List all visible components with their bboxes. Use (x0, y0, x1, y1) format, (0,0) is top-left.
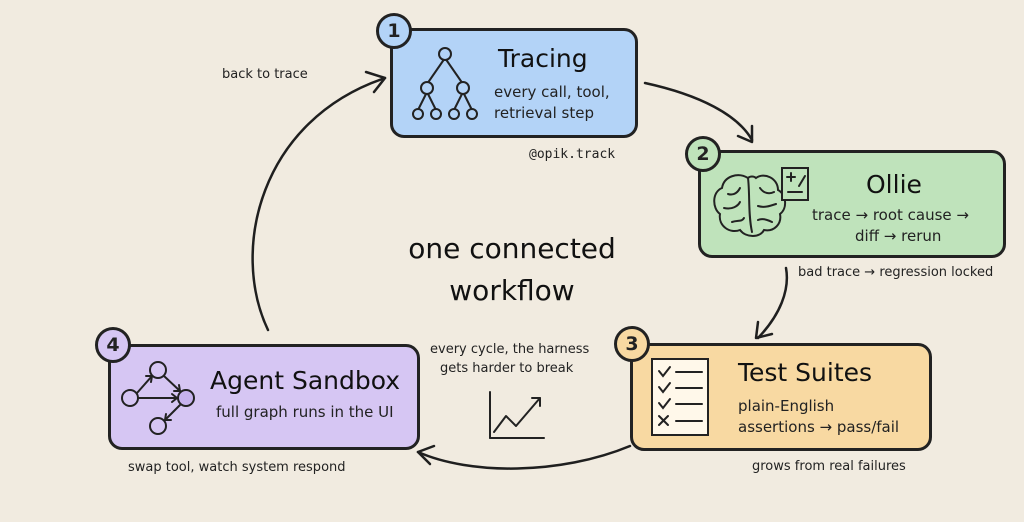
tracing-note: @opik.track (529, 147, 616, 162)
trend-up-icon (489, 391, 545, 439)
harness-label-line-1: every cycle, the harness (430, 342, 590, 357)
checklist-icon (651, 358, 709, 436)
step-1-badge: 1 (376, 13, 412, 49)
agent-sandbox-line-1: full graph runs in the UI (216, 403, 394, 421)
agent-sandbox-title: Agent Sandbox (210, 366, 401, 395)
center-title-line2: workflow (449, 274, 575, 307)
arrow-ollie-to-tests (756, 266, 789, 340)
ollie-note: bad trace → regression locked (798, 265, 994, 280)
ollie-line-1: trace → root cause → (812, 206, 969, 224)
test-suites-line-2: assertions → pass/fail (738, 418, 900, 436)
tracing-line-2: retrieval step (494, 104, 594, 122)
center-title-line1: one connected (408, 232, 616, 265)
center-title: one connected workflow (378, 228, 646, 312)
step-2-badge: 2 (685, 136, 721, 172)
step-4-badge: 4 (95, 327, 131, 363)
test-suites-note: grows from real failures (752, 459, 906, 474)
arrow-tracing-to-ollie (643, 81, 754, 142)
arrow-tests-to-sandbox (416, 444, 632, 470)
agent-sandbox-note: swap tool, watch system respond (128, 460, 346, 475)
harness-label-line-2: gets harder to break (440, 361, 574, 376)
ollie-line-2: diff → rerun (855, 227, 942, 245)
tracing-line-1: every call, tool, (494, 83, 610, 101)
test-suites-title: Test Suites (738, 358, 873, 387)
arrow-sandbox-to-tracing (251, 76, 387, 332)
test-suites-line-1: plain-English (738, 397, 835, 415)
step-3-badge: 3 (614, 326, 650, 362)
tracing-title: Tracing (498, 44, 588, 73)
ollie-title: Ollie (866, 170, 922, 199)
brain-icon (713, 167, 809, 237)
tree-icon (412, 47, 478, 120)
back-to-trace-label: back to trace (222, 67, 308, 82)
graph-icon (121, 361, 195, 435)
